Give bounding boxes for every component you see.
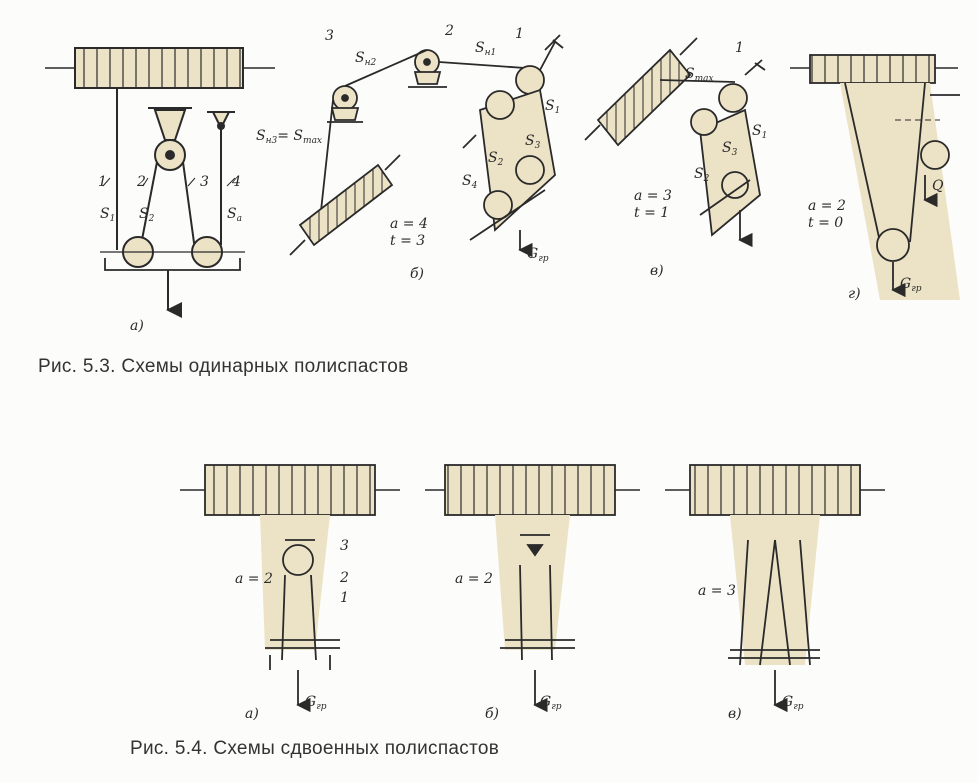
callout-3: 3	[200, 174, 209, 190]
rope-label: S1	[752, 123, 767, 141]
fig54-b-labels: a = 2 Gгр б)	[455, 571, 562, 722]
param-a: a = 2	[235, 571, 273, 587]
callout-1: 1	[735, 40, 744, 56]
param-a: a = 4	[390, 216, 428, 232]
param-t: t = 1	[634, 205, 669, 221]
load-label: Gгр	[782, 694, 804, 712]
callout-2: 2	[339, 570, 349, 586]
fig53-panel-g	[790, 54, 960, 300]
rope-label: S4	[462, 173, 478, 191]
callout-4: 4	[231, 174, 241, 190]
drum-54b	[444, 464, 616, 516]
load-label: Gгр	[305, 694, 327, 712]
fig54-panel-v	[665, 464, 885, 713]
drum-54v	[689, 464, 861, 516]
panel-id: в)	[728, 706, 742, 722]
drum-v	[596, 48, 692, 147]
param-a: a = 3	[698, 583, 736, 599]
load-label: Gгр	[900, 276, 922, 294]
panel-id: а)	[245, 706, 259, 722]
rope-label: S1	[545, 98, 560, 116]
drum	[74, 47, 244, 89]
rope-label: Sн2	[355, 50, 377, 68]
fig53-v-labels: 1 Smax S1 S3 S2 a = 3 t = 1 в)	[634, 40, 767, 279]
callout-2: 2	[136, 174, 146, 190]
param-a: a = 2	[808, 198, 846, 214]
fig53-panel-a	[45, 47, 275, 318]
drum-b	[298, 163, 394, 247]
load-label: Gгр	[540, 694, 562, 712]
callout-1: 1	[340, 590, 349, 606]
fig54-panel-b	[425, 464, 640, 713]
panel-id: г)	[848, 286, 861, 302]
panel-id: б)	[410, 266, 424, 282]
fig54-v-labels: a = 3 Gгр в)	[698, 583, 804, 722]
load-label: Gгр	[527, 246, 549, 264]
callout-1: 1	[515, 26, 524, 42]
callout-3: 3	[340, 538, 349, 554]
branch-label: Sa	[227, 206, 242, 224]
fig54-a-labels: a = 2 3 2 1 Gгр а)	[235, 538, 349, 722]
rope-label: Smax	[685, 66, 714, 84]
param-a: a = 2	[455, 571, 493, 587]
branch-label: S2	[139, 206, 155, 224]
rope-label: S3	[722, 140, 738, 158]
fig53-b-labels: 3 2 1 Sн2 Sн1 S1 S3 S2 S4 Sн3= Smax a = …	[256, 23, 560, 282]
drum-54a	[204, 464, 376, 516]
caption-fig-53: Рис. 5.3. Схемы одинарных полиспастов	[38, 356, 409, 377]
smax-label: Sн3= Smax	[256, 128, 322, 146]
fig53-panel-b	[289, 34, 564, 258]
panel-id: в)	[650, 263, 664, 279]
rope-label: Sн1	[475, 40, 496, 58]
panel-id: б)	[485, 706, 499, 722]
shaded-zone	[840, 83, 960, 300]
param-t: t = 3	[390, 233, 425, 249]
caption-fig-54: Рис. 5.4. Схемы сдвоенных полиспастов	[130, 738, 500, 759]
panel-id: а)	[130, 318, 144, 334]
branch-label: S1	[100, 206, 115, 224]
param-a: a = 3	[634, 188, 672, 204]
callout-1: 1	[98, 174, 107, 190]
force-label: Q	[932, 178, 944, 194]
fig53-panel-v	[584, 37, 766, 248]
fig53-g-labels: a = 2 t = 0 Q Gгр г)	[808, 178, 944, 302]
pulley-bracket	[153, 109, 187, 141]
rope-label: S2	[488, 150, 504, 168]
param-t: t = 0	[808, 215, 843, 231]
rope-label: S3	[525, 133, 541, 151]
callout-3: 3	[325, 28, 334, 44]
rope-label: S2	[694, 166, 710, 184]
fig53-a-labels: 1 2 3 4 S1 S2 Sa а)	[98, 174, 242, 334]
callout-2: 2	[444, 23, 454, 39]
drum-g	[809, 54, 936, 84]
fig54-panel-a	[180, 464, 400, 713]
